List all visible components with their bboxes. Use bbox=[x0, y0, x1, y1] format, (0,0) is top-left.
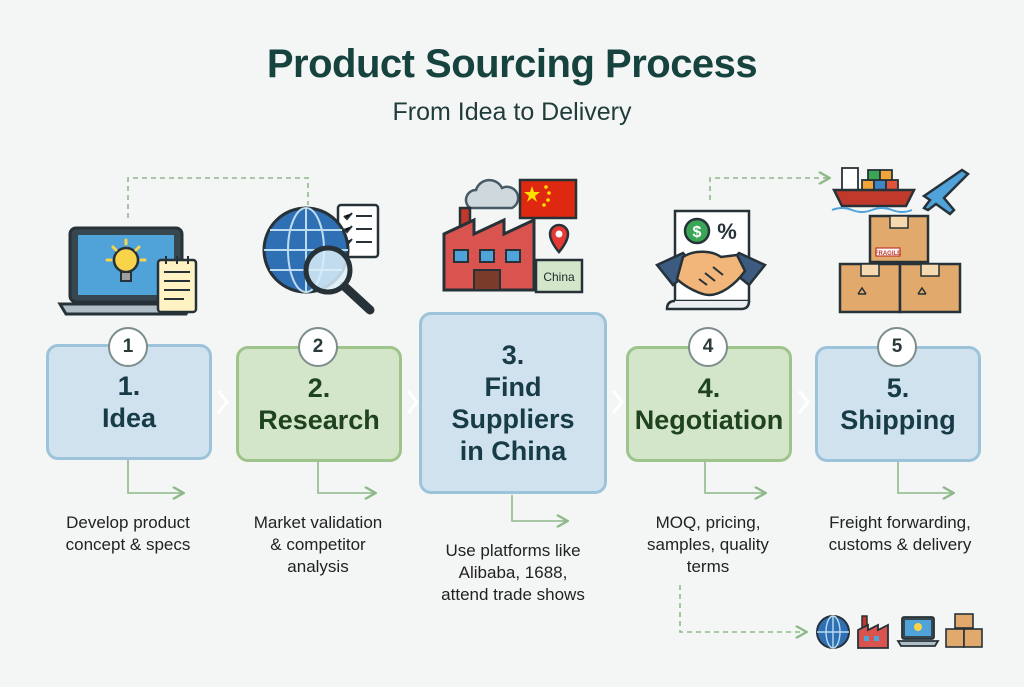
lightbulb-icon bbox=[105, 238, 147, 282]
footer-factory-icon bbox=[857, 615, 889, 649]
desc-arrow-1 bbox=[127, 460, 182, 493]
notepad-icon bbox=[156, 256, 198, 314]
boxes-icon: FRAGILE bbox=[838, 214, 962, 314]
step-number-2: 2 bbox=[298, 327, 338, 367]
handshake-icon bbox=[655, 250, 767, 297]
airplane-icon bbox=[921, 168, 970, 216]
chevron-right-icon bbox=[798, 390, 810, 414]
step-label: 4. Negotiation bbox=[634, 373, 784, 435]
cargo-ship-icon: FRAGILE bbox=[831, 167, 970, 314]
desc-arrow-3 bbox=[511, 495, 566, 521]
laptop-icon bbox=[57, 226, 198, 316]
china-flag-icon bbox=[518, 178, 578, 220]
chevron-right-icon bbox=[217, 390, 229, 414]
factory-icon: China bbox=[442, 178, 584, 294]
dashed-connector-top-left bbox=[127, 177, 309, 218]
contract-icon: $ % bbox=[655, 209, 767, 311]
dashed-connector-bottom-right bbox=[679, 585, 805, 632]
globe-icon bbox=[262, 203, 380, 315]
step-description-3: Use platforms like Alibaba, 1688, attend… bbox=[441, 541, 585, 604]
chevron-right-icon bbox=[612, 390, 624, 414]
magnifier-icon bbox=[303, 245, 375, 315]
step-find-suppliers: 3. Find Suppliers in China bbox=[419, 312, 607, 494]
dashed-connector-top-right bbox=[709, 178, 828, 200]
step-idea: 1. Idea bbox=[46, 344, 212, 460]
chevron-right-icon bbox=[407, 390, 419, 414]
step-label: 3. Find Suppliers in China bbox=[451, 340, 575, 466]
desc-arrow-4 bbox=[704, 462, 764, 493]
step-label: 2. Research bbox=[258, 373, 380, 435]
box-tag-text: FRAGILE bbox=[875, 251, 901, 257]
map-tag-text: China bbox=[543, 270, 575, 284]
page-subtitle: From Idea to Delivery bbox=[392, 98, 632, 126]
footer-boxes-icon bbox=[945, 613, 983, 648]
footer-globe-icon bbox=[816, 615, 850, 649]
desc-arrow-5 bbox=[897, 462, 952, 493]
page-title: Product Sourcing Process bbox=[266, 42, 758, 86]
desc-arrow-2 bbox=[317, 462, 374, 493]
step-label: 5. Shipping bbox=[840, 373, 956, 435]
step-number-1: 1 bbox=[108, 327, 148, 367]
svg-text:%: % bbox=[717, 219, 737, 244]
step-label: 1. Idea bbox=[101, 371, 157, 433]
step-description-2: Market validation & competitor analysis bbox=[253, 513, 383, 576]
step-description-1: Develop product concept & specs bbox=[65, 513, 191, 554]
step-description-5: Freight forwarding, customs & delivery bbox=[828, 513, 972, 554]
cloud-icon bbox=[464, 178, 520, 210]
location-pin-icon bbox=[548, 223, 570, 254]
step-number-5: 5 bbox=[877, 327, 917, 367]
svg-text:$: $ bbox=[693, 224, 702, 241]
footer-laptop-icon bbox=[896, 616, 940, 647]
step-description-4: MOQ, pricing, samples, quality terms bbox=[647, 513, 769, 576]
step-number-4: 4 bbox=[688, 327, 728, 367]
